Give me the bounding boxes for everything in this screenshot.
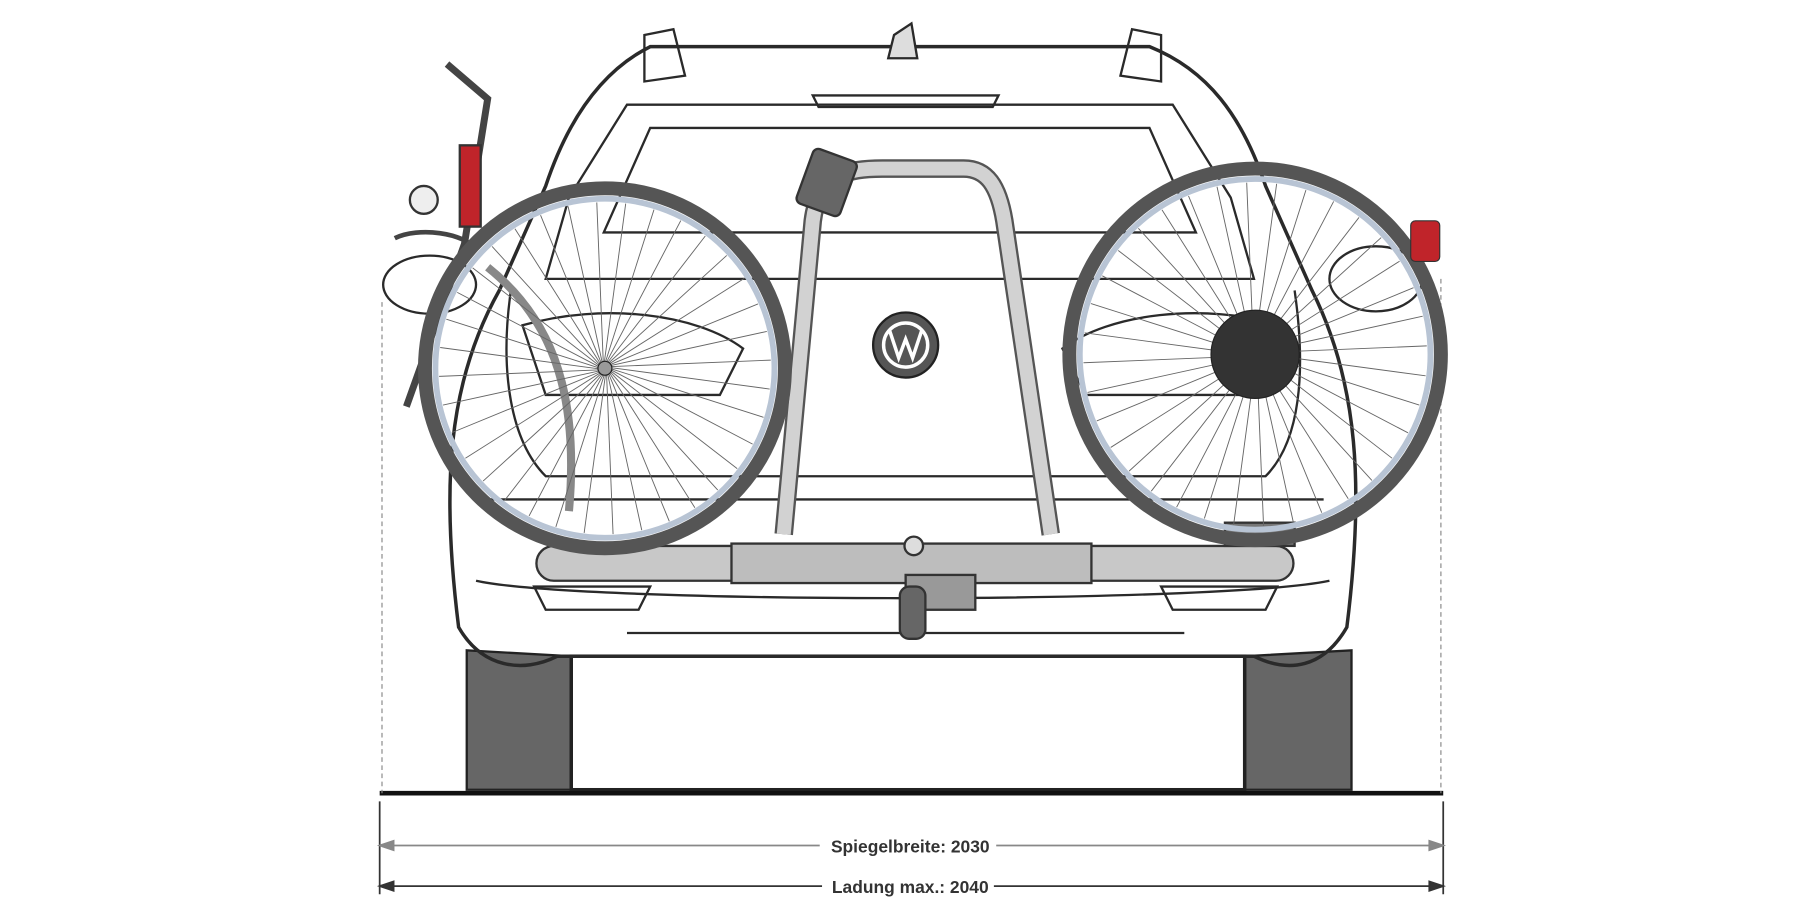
bike-wheel-left-rim — [432, 195, 778, 541]
spoke — [439, 369, 601, 377]
spoke — [608, 303, 759, 366]
spoke — [440, 347, 601, 370]
spoke — [607, 277, 745, 366]
spoke — [609, 369, 738, 469]
spoke — [606, 255, 728, 365]
bike-handlebar — [393, 61, 576, 512]
spoke — [603, 203, 627, 364]
spoke — [605, 220, 682, 364]
spoke — [608, 370, 696, 509]
bike-wheel-right-hub — [1210, 309, 1300, 400]
spoke — [606, 372, 643, 531]
spoke — [528, 372, 605, 517]
spoke — [596, 202, 604, 364]
spoke — [482, 371, 603, 482]
spoke — [608, 370, 719, 491]
bike-wheel-right-tire — [1062, 161, 1448, 548]
spoke — [465, 371, 603, 459]
spoke — [604, 209, 655, 364]
spoke — [609, 368, 753, 445]
spoke — [442, 370, 602, 406]
spoke — [451, 370, 602, 434]
spoke — [609, 359, 771, 368]
bike-wheel-left-tire — [417, 181, 792, 556]
spoke — [446, 318, 601, 369]
spoke — [609, 366, 770, 390]
spoke — [472, 267, 601, 368]
tail-light-icon — [1410, 220, 1441, 263]
dimension-mirror-width — [376, 801, 1446, 895]
spoke — [606, 372, 614, 535]
bike-carrier — [535, 147, 1296, 640]
spoke — [504, 372, 604, 501]
dimension-max-load — [376, 880, 1446, 892]
max-load-label: Ladung max.: 2040 — [832, 877, 989, 897]
spoke — [514, 228, 602, 366]
spoke — [609, 367, 764, 418]
car-rear-view — [381, 21, 1424, 792]
vw-logo — [871, 311, 940, 379]
spoke — [606, 235, 706, 365]
spoke — [457, 291, 601, 368]
car-right-tire — [1243, 649, 1353, 791]
car-left-tire — [465, 649, 573, 791]
mirror-width-label: Spiegelbreite: 2030 — [831, 836, 990, 856]
frame-holder — [795, 147, 858, 218]
spoke — [607, 371, 670, 522]
spoke — [491, 246, 602, 367]
bike-wheels — [417, 161, 1448, 556]
bike-wheel-right-rim — [1076, 176, 1434, 533]
spoke — [555, 372, 606, 528]
spoke — [583, 372, 607, 534]
spoke — [567, 206, 604, 365]
spoke — [540, 215, 603, 365]
spoke — [608, 330, 767, 367]
bike-wheel-left-hub — [597, 360, 613, 376]
